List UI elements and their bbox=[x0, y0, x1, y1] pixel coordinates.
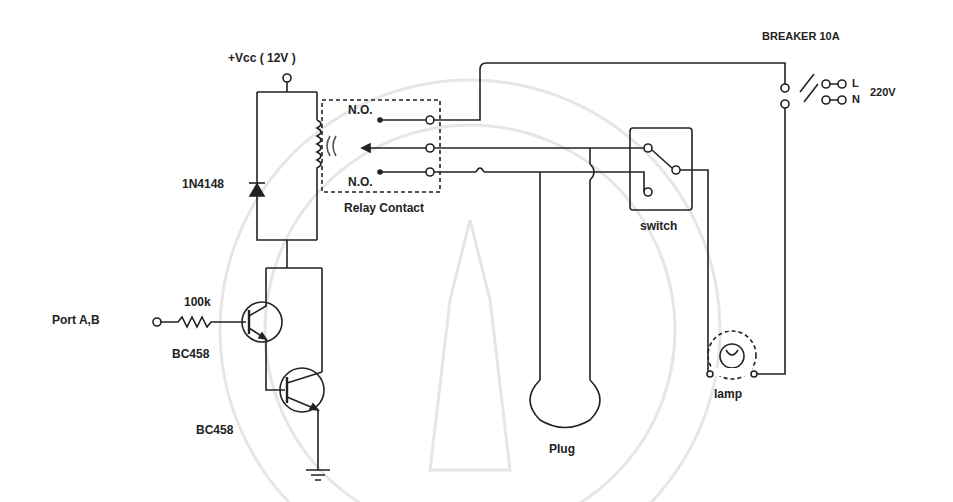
wire bbox=[680, 170, 708, 372]
resistor-value: 100k bbox=[184, 296, 211, 309]
breaker-symbol bbox=[781, 74, 846, 108]
plug-label: Plug bbox=[549, 443, 575, 456]
switch-arm bbox=[652, 150, 672, 168]
neutral-label: N bbox=[852, 93, 860, 105]
transistor-symbol bbox=[280, 368, 324, 412]
transistor-label: BC458 bbox=[196, 424, 233, 437]
transistor-symbol bbox=[242, 302, 282, 342]
wire bbox=[434, 63, 785, 120]
relay-linkage bbox=[327, 136, 336, 156]
terminal bbox=[153, 318, 161, 326]
relay-coil bbox=[317, 120, 321, 170]
breaker-label: BREAKER 10A bbox=[762, 30, 840, 42]
switch-box bbox=[630, 128, 692, 210]
line-label: L bbox=[852, 77, 859, 89]
contact-arm bbox=[362, 147, 426, 149]
port-label: Port A,B bbox=[52, 314, 100, 327]
wire-hop bbox=[476, 168, 484, 172]
supply-label: +Vcc ( 12V ) bbox=[228, 52, 296, 65]
resistor-symbol bbox=[161, 317, 246, 327]
ground-symbol bbox=[306, 470, 330, 480]
diode-label: 1N4148 bbox=[182, 178, 224, 191]
arrowhead bbox=[362, 144, 370, 152]
wire bbox=[382, 120, 426, 172]
relay-label: Relay Contact bbox=[343, 202, 425, 215]
wire bbox=[757, 104, 785, 374]
wire bbox=[434, 147, 644, 149]
wire-hop bbox=[590, 164, 594, 180]
wire bbox=[286, 82, 288, 92]
lamp-label: lamp bbox=[714, 388, 742, 401]
contact-label: N.O. bbox=[348, 104, 373, 117]
wire bbox=[540, 148, 590, 380]
transistor-label: BC458 bbox=[172, 348, 209, 361]
switch-label: switch bbox=[640, 220, 677, 233]
wire bbox=[257, 92, 317, 240]
lamp-symbol bbox=[707, 331, 757, 379]
terminal bbox=[283, 74, 291, 82]
wire bbox=[434, 172, 644, 192]
contact-label: N.O. bbox=[348, 176, 373, 189]
plug-symbol bbox=[530, 380, 600, 428]
relay-contact-box bbox=[322, 100, 440, 192]
diode-symbol bbox=[249, 183, 265, 196]
wire bbox=[317, 410, 319, 470]
voltage-label: 220V bbox=[870, 86, 896, 98]
wire-hop bbox=[480, 63, 486, 70]
watermark-seal bbox=[220, 80, 720, 502]
